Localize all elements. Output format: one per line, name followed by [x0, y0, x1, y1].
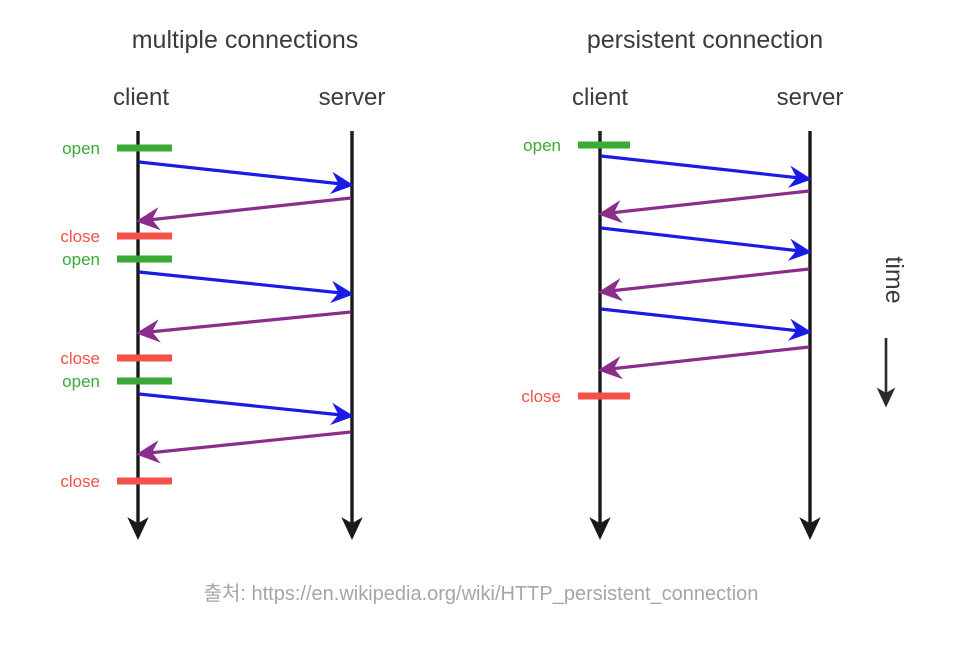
event-close-left-3: close: [60, 472, 172, 491]
event-close-left-2: close: [60, 349, 172, 368]
message-response-arrow: [135, 430, 352, 464]
event-label-open: open: [62, 250, 100, 269]
panel-multiple-connections: multiple connections client server open …: [60, 26, 386, 540]
message-response-arrow: [597, 345, 810, 380]
event-label-close: close: [60, 472, 100, 491]
message-request-arrow: [600, 226, 812, 261]
actor-label-server-left: server: [319, 84, 386, 111]
event-close-left-1: close: [60, 227, 172, 246]
panel-title-multiple-connections: multiple connections: [132, 26, 359, 54]
event-label-close: close: [60, 227, 100, 246]
panel-persistent-connection: persistent connection client server open…: [521, 26, 844, 540]
event-label-close: close: [60, 349, 100, 368]
event-label-open: open: [62, 372, 100, 391]
event-open-left-1: open: [62, 139, 172, 158]
panel-title-persistent-connection: persistent connection: [587, 26, 823, 54]
message-request-arrow: [600, 154, 812, 188]
time-axis: time: [876, 256, 908, 408]
event-open-left-3: open: [62, 372, 172, 391]
message-request-arrow: [600, 307, 812, 341]
event-label-open: open: [62, 139, 100, 158]
time-axis-label: time: [880, 256, 908, 303]
actor-label-client-left: client: [113, 84, 169, 111]
actor-label-client-right: client: [572, 84, 628, 111]
event-close-right-1: close: [521, 387, 630, 406]
message-response-arrow: [135, 196, 352, 231]
event-label-close: close: [521, 387, 561, 406]
message-response-arrow: [135, 310, 352, 343]
source-caption: 출처: https://en.wikipedia.org/wiki/HTTP_p…: [204, 582, 759, 605]
message-response-arrow: [597, 189, 810, 224]
message-request-arrow: [138, 392, 354, 426]
message-response-arrow: [597, 267, 810, 302]
message-request-arrow: [138, 160, 354, 194]
event-label-open: open: [523, 136, 561, 155]
event-open-left-2: open: [62, 250, 172, 269]
actor-label-server-right: server: [777, 84, 844, 111]
event-open-right-1: open: [523, 136, 630, 155]
message-request-arrow: [138, 270, 354, 304]
